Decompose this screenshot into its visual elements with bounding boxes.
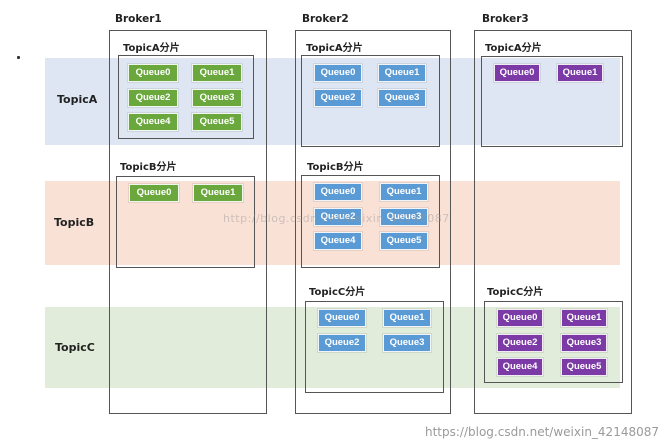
queue-b2-topicc-0: Queue0: [318, 309, 366, 327]
partition-b1-topicb: [116, 176, 255, 268]
queue-b2-topicc-2: Queue2: [318, 334, 366, 352]
broker-title-2: Broker2: [302, 13, 349, 25]
broker-title-1: Broker1: [115, 13, 162, 25]
topic-label-c: TopicC: [55, 341, 95, 354]
queue-b3-topicc-5: Queue5: [561, 358, 607, 376]
queue-b1-topicb-1: Queue1: [193, 184, 243, 202]
queue-b2-topicb-1: Queue1: [380, 183, 428, 201]
partition-b2-topicc: [305, 301, 444, 393]
partition-title-b3-topicc: TopicC分片: [487, 287, 544, 298]
queue-b1-topica-0: Queue0: [128, 64, 178, 82]
partition-b3-topicc: [484, 301, 623, 383]
queue-b1-topica-2: Queue2: [128, 89, 178, 107]
broker-2: [295, 30, 451, 414]
queue-b2-topicb-0: Queue0: [314, 183, 362, 201]
queue-b1-topicb-0: Queue0: [129, 184, 179, 202]
queue-b3-topica-1: Queue1: [557, 64, 603, 82]
partition-b3-topica: [481, 56, 623, 147]
partition-title-b1-topicb: TopicB分片: [120, 162, 177, 173]
queue-b3-topicc-2: Queue2: [497, 334, 543, 352]
queue-b1-topica-4: Queue4: [128, 113, 178, 131]
queue-b2-topica-0: Queue0: [314, 64, 362, 82]
queue-b3-topicc-4: Queue4: [497, 358, 543, 376]
queue-b1-topica-3: Queue3: [192, 89, 242, 107]
queue-b1-topica-5: Queue5: [192, 113, 242, 131]
queue-b2-topicc-1: Queue1: [383, 309, 431, 327]
queue-b3-topicc-0: Queue0: [497, 309, 543, 327]
queue-b2-topicb-4: Queue4: [314, 232, 362, 250]
stray-speck: [17, 56, 20, 59]
partition-b1-topica: [118, 55, 254, 139]
partition-title-b2-topica: TopicA分片: [306, 43, 363, 54]
topic-label-a: TopicA: [57, 93, 98, 106]
partition-title-b1-topica: TopicA分片: [123, 43, 180, 54]
queue-b2-topicb-2: Queue2: [314, 208, 362, 226]
partition-title-b2-topicb: TopicB分片: [307, 162, 364, 173]
topic-label-b: TopicB: [54, 216, 95, 229]
queue-b2-topica-1: Queue1: [378, 64, 426, 82]
queue-b2-topica-2: Queue2: [314, 89, 362, 107]
queue-b2-topicb-3: Queue3: [380, 208, 428, 226]
partition-b2-topicb: [301, 175, 440, 268]
watermark-bottom: https://blog.csdn.net/weixin_42148087: [424, 425, 659, 439]
broker-1: [109, 30, 267, 414]
queue-b2-topicb-5: Queue5: [380, 232, 428, 250]
broker-title-3: Broker3: [482, 13, 529, 25]
queue-b3-topica-0: Queue0: [494, 64, 540, 82]
queue-b2-topica-3: Queue3: [378, 89, 426, 107]
queue-b1-topica-1: Queue1: [192, 64, 242, 82]
partition-title-b2-topicc: TopicC分片: [309, 287, 366, 298]
watermark-middle: http://blog.csdn.net/weixin_42148087: [223, 212, 450, 225]
queue-b3-topicc-3: Queue3: [561, 334, 607, 352]
broker-3: [474, 30, 632, 414]
queue-b2-topicc-3: Queue3: [383, 334, 431, 352]
queue-b3-topicc-1: Queue1: [561, 309, 607, 327]
partition-title-b3-topica: TopicA分片: [485, 43, 542, 54]
partition-b2-topica: [301, 55, 440, 147]
